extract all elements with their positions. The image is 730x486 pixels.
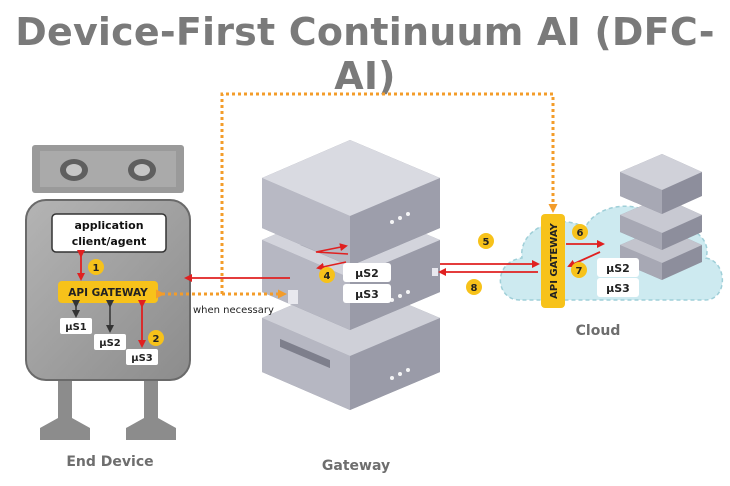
step-badge-6-label: 6 — [577, 228, 584, 239]
device-service-us2: µS2 — [94, 334, 126, 350]
device-service-us1-label: µS1 — [65, 322, 87, 333]
cloud-service-us3: µS3 — [597, 278, 639, 297]
gateway-service-us2-label: µS2 — [355, 267, 379, 280]
gateway-service-us2: µS2 — [343, 263, 391, 282]
step-badge-4-label: 4 — [324, 271, 331, 282]
application-client-box: application client/agent — [51, 213, 167, 253]
gateway-service-us3-label: µS3 — [355, 288, 379, 301]
cloud-service-us2-label: µS2 — [606, 262, 630, 275]
gateway-service-us3: µS3 — [343, 284, 391, 303]
app-label-line2: client/agent — [72, 235, 146, 248]
cloud-service-us2: µS2 — [597, 258, 639, 277]
step-badge-5: 5 — [478, 233, 494, 249]
cloud-server-icon — [620, 154, 702, 280]
app-label-line1: application — [74, 219, 143, 232]
device-api-gateway-label: API GATEWAY — [68, 287, 148, 299]
step-badge-1: 1 — [88, 259, 104, 275]
end-device-label: End Device — [66, 454, 153, 470]
gateway-arrow-4a — [315, 243, 349, 255]
cloud-api-gateway: API GATEWAY — [541, 214, 565, 308]
step-badge-1-label: 1 — [93, 263, 100, 274]
gateway-arrow-4b — [316, 261, 347, 271]
when-necessary-note: when necessary — [193, 305, 274, 316]
gateway-label: Gateway — [322, 458, 390, 474]
step-badge-8: 8 — [466, 279, 482, 295]
cloud-service-us3-label: µS3 — [606, 282, 630, 295]
device-api-gateway: API GATEWAY — [58, 281, 158, 303]
device-service-us3: µS3 — [126, 349, 158, 365]
step-badge-2-label: 2 — [153, 334, 160, 345]
step-badge-2: 2 — [148, 330, 164, 346]
dotted-link-device-cloud — [220, 92, 558, 294]
step-badge-4: 4 — [319, 267, 335, 283]
device-service-us1: µS1 — [60, 318, 92, 334]
step-badge-8-label: 8 — [471, 283, 478, 294]
step-badge-6: 6 — [572, 224, 588, 240]
step-badge-7-label: 7 — [576, 266, 583, 277]
step-badge-5-label: 5 — [483, 237, 490, 248]
device-service-us2-label: µS2 — [99, 338, 121, 349]
cloud-label: Cloud — [576, 323, 621, 339]
diagram-title: Device-First Continuum AI (DFC-AI) — [15, 10, 715, 98]
step-badge-7: 7 — [571, 262, 587, 278]
device-service-us3-label: µS3 — [131, 353, 153, 364]
cloud-api-gateway-label: API GATEWAY — [549, 222, 560, 298]
